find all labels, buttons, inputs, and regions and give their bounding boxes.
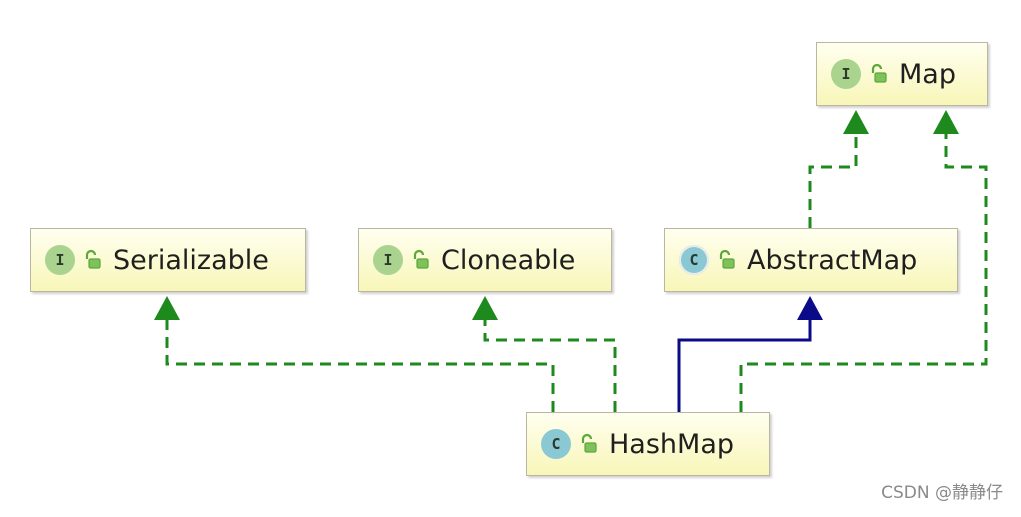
unlock-icon (413, 249, 429, 269)
unlock-icon (581, 433, 597, 453)
edge-abstractmap-map (808, 132, 858, 228)
node-map[interactable]: I Map (816, 42, 988, 106)
node-hashmap[interactable]: C HashMap (526, 412, 770, 476)
node-label: Map (899, 58, 956, 90)
interface-badge-icon: I (45, 245, 75, 275)
node-cloneable[interactable]: I Cloneable (358, 228, 612, 292)
watermark: CSDN @静静仔 (881, 483, 1003, 503)
interface-badge-icon: I (831, 59, 861, 89)
node-serializable[interactable]: I Serializable (30, 228, 306, 292)
arrowhead-map-left (843, 110, 869, 134)
edge-hashmap-cloneable (483, 318, 617, 412)
edge-hashmap-map (739, 132, 988, 412)
arrowhead-map-right (933, 110, 959, 134)
node-label: Cloneable (441, 244, 576, 276)
arrowhead-cloneable (472, 296, 498, 320)
node-label: Serializable (113, 244, 269, 276)
interface-badge-icon: I (373, 245, 403, 275)
unlock-icon (85, 249, 101, 269)
unlock-icon (719, 249, 735, 269)
edge-hashmap-serializable (165, 318, 555, 412)
abstract-class-badge-icon: C (679, 245, 709, 275)
class-badge-icon: C (541, 429, 571, 459)
node-abstractmap[interactable]: C AbstractMap (664, 228, 958, 292)
edge-hashmap-abstractmap (677, 318, 812, 412)
node-label: HashMap (609, 428, 735, 460)
arrowhead-abstractmap (797, 296, 823, 320)
arrowhead-serializable (154, 296, 180, 320)
node-label: AbstractMap (747, 244, 918, 276)
unlock-icon (871, 63, 887, 83)
